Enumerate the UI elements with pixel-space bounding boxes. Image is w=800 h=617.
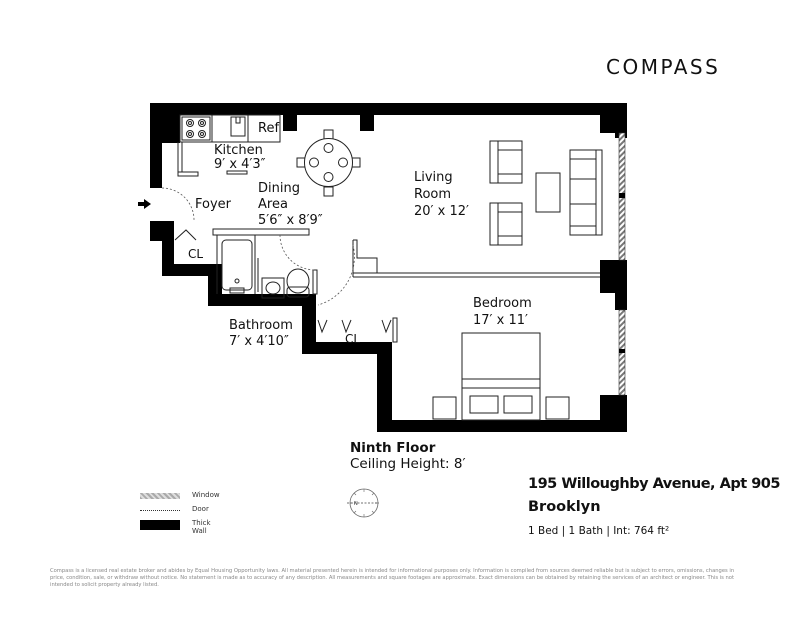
floor-name: Ninth Floor <box>350 440 436 456</box>
stove-icon <box>181 116 211 141</box>
bathroom-dims: 7′ x 4′10″ <box>229 334 289 349</box>
living-dims: 20′ x 12′ <box>414 204 469 219</box>
kitchen-label: Kitchen <box>214 143 263 158</box>
kitchen-dims: 9′ x 4′3″ <box>214 157 266 172</box>
hall-closet-label: CL <box>345 332 361 346</box>
dining-dims: 5′6″ x 8′9″ <box>258 213 323 228</box>
thick-walls <box>150 103 627 432</box>
disclaimer: Compass is a licensed real estate broker… <box>50 568 735 588</box>
door-swatch-icon <box>140 510 180 511</box>
listing-info: 195 Willoughby Avenue, Apt 905 Brooklyn … <box>528 476 780 537</box>
windows <box>618 132 626 396</box>
bathroom-label: Bathroom <box>229 318 293 333</box>
sink-icon <box>230 116 246 137</box>
foyer-closet-label: CL <box>188 247 204 261</box>
fridge-label: Ref <box>258 121 280 136</box>
bed-icon <box>432 332 570 421</box>
bedroom-label: Bedroom <box>473 296 532 311</box>
floor-info: Ninth Floor Ceiling Height: 8′ <box>350 440 466 472</box>
window-swatch-icon <box>140 493 180 499</box>
dining-table-icon <box>296 129 361 197</box>
living-label-2: Room <box>414 187 452 202</box>
entry-arrow-icon <box>138 199 151 209</box>
listing-address: 195 Willoughby Avenue, Apt 905 <box>528 476 780 492</box>
bath-fixtures <box>221 239 310 299</box>
closet-hangers <box>317 319 392 334</box>
bedroom-dims: 17′ x 11′ <box>473 313 528 328</box>
listing-neighborhood: Brooklyn <box>528 499 601 515</box>
dining-label-1: Dining <box>258 181 300 196</box>
thick-wall-swatch-icon <box>140 520 180 530</box>
living-label-1: Living <box>414 170 453 185</box>
compass-logo: COMPASS <box>606 55 721 79</box>
doors <box>161 187 355 306</box>
north-compass-icon: N <box>347 488 379 518</box>
dining-label-2: Area <box>258 197 288 212</box>
foyer-label: Foyer <box>195 197 232 212</box>
ceiling-height: Ceiling Height: 8′ <box>350 456 466 472</box>
living-furniture <box>489 140 603 246</box>
listing-summary: 1 Bed | 1 Bath | Int: 764 ft² <box>528 525 670 537</box>
svg-text:N: N <box>354 501 358 507</box>
